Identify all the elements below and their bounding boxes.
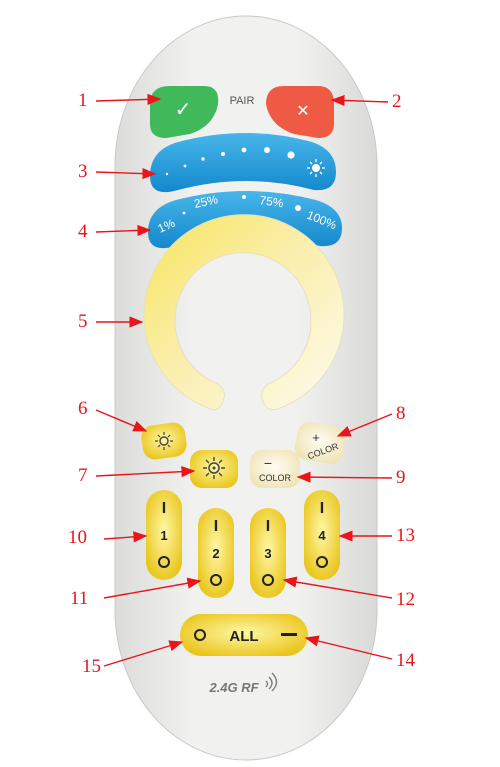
- check-icon: ✓: [175, 99, 192, 121]
- callout-10: 10: [68, 527, 87, 548]
- callout-arrow-3: [95, 167, 157, 180]
- level-dot: [287, 151, 295, 159]
- zone-3-off: [262, 574, 274, 586]
- zone-4-off: [316, 556, 328, 568]
- callout-arrow-6: [95, 409, 148, 432]
- pair-label: PAIR: [230, 95, 255, 107]
- zone-2-off: [210, 574, 222, 586]
- color-minus-button[interactable]: − COLOR: [250, 450, 300, 488]
- preset-75[interactable]: 75%: [259, 193, 285, 210]
- zone-3-on: I: [266, 518, 270, 535]
- zone-2-button[interactable]: I 2: [198, 508, 234, 598]
- sun-large-icon: [203, 457, 225, 479]
- zone-4-number: 4: [318, 528, 326, 543]
- callout-arrow-11: [103, 577, 202, 599]
- zone-1-button[interactable]: I 1: [146, 490, 182, 580]
- callout-3: 3: [78, 161, 88, 182]
- level-dot: [183, 164, 187, 168]
- brightness-slider[interactable]: [150, 133, 336, 193]
- confirm-button[interactable]: ✓: [150, 86, 219, 138]
- callout-6: 6: [78, 398, 88, 419]
- callout-8: 8: [396, 403, 406, 424]
- zone-3-button[interactable]: I 3: [250, 508, 286, 598]
- callout-14: 14: [396, 650, 415, 671]
- all-label: ALL: [229, 628, 258, 645]
- plus-sign: +: [312, 430, 320, 445]
- minus-sign: −: [264, 455, 272, 471]
- callout-arrow-1: [95, 93, 162, 105]
- brand-label: 2.4G RF: [208, 680, 259, 695]
- cancel-button[interactable]: ✕: [266, 86, 334, 138]
- callout-2: 2: [392, 91, 402, 112]
- callout-11: 11: [70, 588, 89, 609]
- callout-1: 1: [78, 90, 88, 111]
- color-minus-label: COLOR: [259, 473, 292, 483]
- callout-arrow-14: [304, 635, 393, 660]
- callout-arrow-15: [103, 640, 184, 667]
- zone-2-on: I: [214, 518, 218, 535]
- callout-13: 13: [396, 525, 415, 546]
- close-icon: ✕: [296, 103, 309, 120]
- bright-button[interactable]: [190, 450, 238, 488]
- zone-1-number: 1: [160, 528, 167, 543]
- callout-7: 7: [78, 465, 88, 486]
- preset-25[interactable]: 25%: [193, 192, 220, 211]
- all-off: [194, 629, 206, 641]
- callout-arrow-10: [103, 531, 148, 543]
- callout-12: 12: [396, 589, 415, 610]
- callout-arrow-7: [95, 466, 196, 478]
- level-dot: [264, 147, 270, 153]
- wireless-signal-icon: [265, 672, 278, 692]
- callout-15: 15: [82, 656, 101, 677]
- level-dot: [165, 172, 169, 176]
- preset-1[interactable]: 1%: [156, 216, 178, 236]
- callout-5: 5: [78, 311, 88, 332]
- callout-9: 9: [396, 467, 406, 488]
- all-button[interactable]: ALL: [180, 614, 308, 656]
- zone-1-on: I: [162, 500, 166, 517]
- sun-icon: [307, 159, 325, 177]
- callout-arrow-4: [95, 224, 152, 237]
- color-temperature-wheel[interactable]: [143, 214, 345, 411]
- dim-button[interactable]: [140, 421, 188, 461]
- zone-3-number: 3: [264, 546, 271, 561]
- zone-4-button[interactable]: I 4: [304, 490, 340, 580]
- callout-arrow-12: [282, 576, 393, 599]
- sun-small-icon: [155, 432, 173, 450]
- callout-arrow-8: [336, 413, 393, 437]
- level-dot: [221, 152, 225, 156]
- level-dot: [241, 147, 247, 153]
- level-dot: [201, 157, 205, 161]
- callout-arrow-9: [296, 471, 393, 483]
- zone-1-off: [158, 556, 170, 568]
- callout-arrow-2: [330, 94, 389, 107]
- zone-4-on: I: [320, 500, 324, 517]
- color-plus-button[interactable]: + COLOR: [293, 420, 347, 466]
- all-on: [281, 633, 297, 636]
- callout-4: 4: [78, 221, 88, 242]
- callout-arrows: [95, 93, 393, 667]
- zone-2-number: 2: [212, 546, 219, 561]
